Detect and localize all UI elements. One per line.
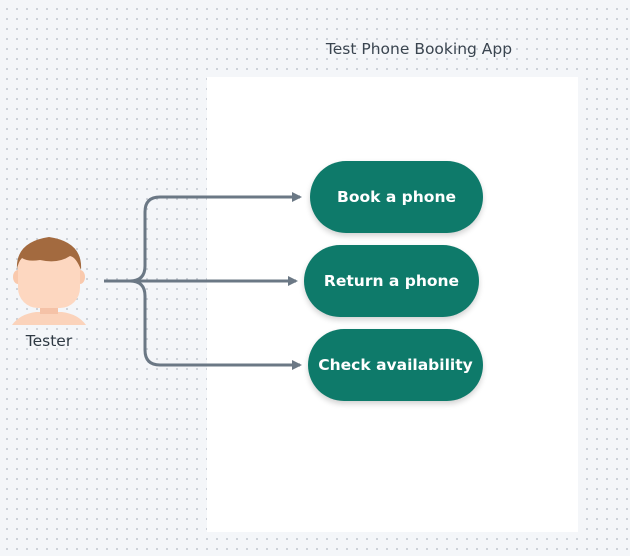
system-title: Test Phone Booking App bbox=[325, 40, 513, 58]
usecase-label: Book a phone bbox=[337, 188, 456, 206]
actor-label-tester: Tester bbox=[25, 332, 73, 350]
usecase-book-a-phone[interactable]: Book a phone bbox=[310, 161, 483, 233]
person-avatar-icon bbox=[12, 237, 86, 325]
connector-book-a-phone bbox=[104, 192, 302, 283]
usecase-return-a-phone[interactable]: Return a phone bbox=[304, 245, 479, 317]
connector-check-availability bbox=[104, 279, 302, 370]
usecase-label: Return a phone bbox=[323, 272, 460, 290]
usecase-label: Check availability bbox=[318, 356, 473, 374]
usecase-check-availability[interactable]: Check availability bbox=[308, 329, 483, 401]
